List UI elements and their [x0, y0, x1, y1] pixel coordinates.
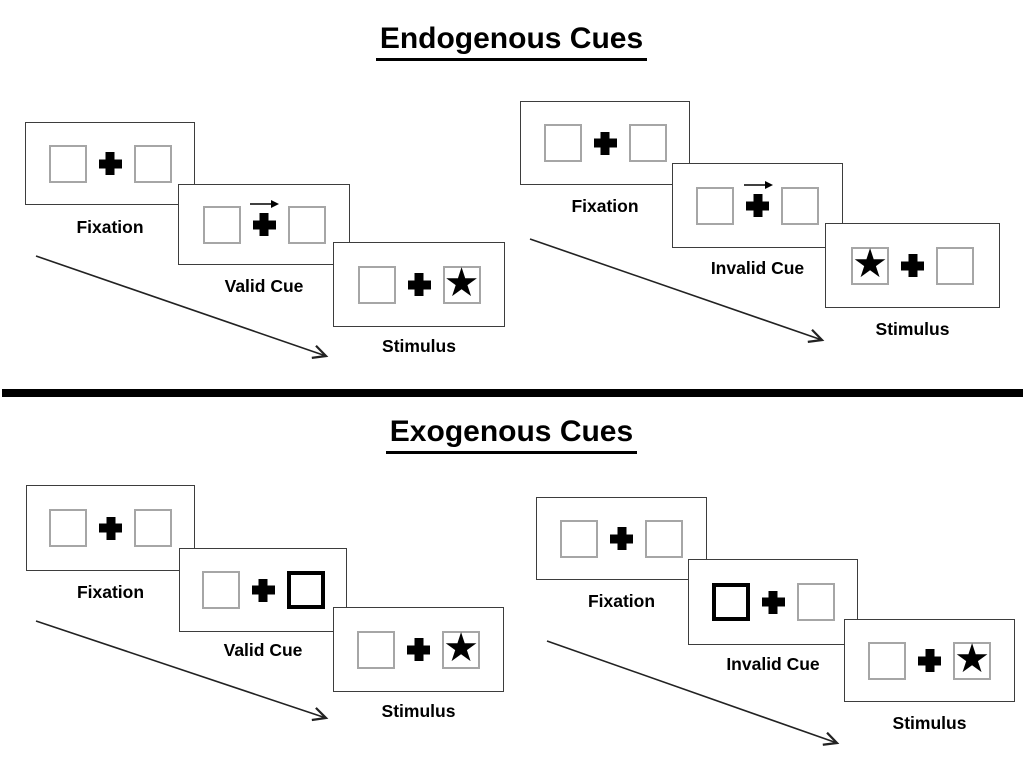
fixation-cross-icon [99, 517, 122, 540]
right-box-cue-highlight [286, 571, 325, 609]
right-box [781, 186, 819, 225]
section-title-text: Endogenous Cues [375, 22, 648, 61]
left-box [560, 519, 598, 558]
panel-label: Valid Cue [223, 640, 303, 660]
left-box [696, 186, 734, 225]
right-box [796, 583, 835, 621]
fixation-cross-icon [901, 254, 924, 277]
stimulus-panel: ★ [844, 619, 1015, 702]
right-box: ★ [953, 637, 991, 681]
panel-label: Stimulus [875, 319, 950, 339]
invalid-cue-panel [672, 163, 843, 248]
panel-label: Stimulus [892, 713, 967, 733]
fixation-cross-icon [743, 181, 773, 217]
left-box: ★ [851, 242, 889, 286]
star-icon: ★ [443, 626, 479, 670]
section-title-text: Exogenous Cues [385, 415, 638, 454]
fixation-cross-icon [610, 527, 633, 550]
right-box [133, 144, 172, 183]
panel-label: Fixation [76, 582, 145, 602]
left-box [357, 630, 395, 669]
endogenous-invalid-time-arrow [529, 238, 825, 343]
panel-label: Stimulus [381, 701, 456, 721]
fixation-panel [536, 497, 707, 580]
cue-arrow-icon [743, 181, 773, 189]
stimulus-panel: ★ [333, 607, 504, 692]
panel-label: Invalid Cue [726, 654, 820, 674]
fixation-cross-icon [250, 200, 279, 236]
right-box: ★ [442, 626, 480, 670]
right-box [287, 205, 326, 244]
fixation-panel [25, 122, 195, 205]
fixation-cross-icon [762, 591, 785, 614]
valid-cue-panel [178, 184, 350, 265]
left-box [48, 144, 87, 183]
right-box [134, 509, 172, 547]
panel-label: Fixation [76, 217, 144, 237]
left-box [357, 265, 396, 304]
right-box [936, 246, 974, 285]
fixation-panel [26, 485, 195, 571]
star-icon: ★ [443, 261, 480, 305]
right-box [645, 519, 683, 558]
fixation-cross-icon [408, 273, 431, 296]
cue-arrow-icon [250, 200, 279, 208]
invalid-cue-panel [688, 559, 858, 645]
fixation-cross-icon [252, 579, 275, 602]
left-box [49, 509, 87, 547]
left-box [202, 205, 241, 244]
stimulus-panel: ★ [333, 242, 505, 327]
left-box-cue-highlight [711, 583, 750, 621]
panel-label: Stimulus [382, 336, 456, 356]
stimulus-panel: ★ [825, 223, 1000, 308]
section-title-endogenous: Endogenous Cues [0, 22, 1023, 61]
section-title-exogenous: Exogenous Cues [0, 415, 1023, 454]
valid-cue-panel [179, 548, 347, 632]
star-icon: ★ [954, 637, 990, 681]
star-icon: ★ [852, 242, 888, 286]
fixation-panel [520, 101, 690, 185]
left-box [201, 571, 240, 609]
right-box: ★ [442, 261, 481, 305]
fixation-cross-icon [918, 649, 941, 672]
panel-label: Valid Cue [224, 276, 304, 296]
exogenous-valid-time-arrow [35, 620, 329, 722]
left-box [543, 124, 582, 162]
left-box [868, 641, 906, 680]
fixation-cross-icon [99, 152, 122, 175]
fixation-cross-icon [407, 638, 430, 661]
fixation-cross-icon [594, 132, 617, 155]
panel-label: Invalid Cue [710, 258, 805, 278]
exogenous-invalid-time-arrow [546, 640, 840, 746]
panel-label: Fixation [587, 591, 656, 611]
section-divider [2, 389, 1023, 397]
right-box [628, 124, 667, 162]
endogenous-valid-time-arrow [35, 255, 329, 359]
panel-label: Fixation [571, 196, 639, 216]
